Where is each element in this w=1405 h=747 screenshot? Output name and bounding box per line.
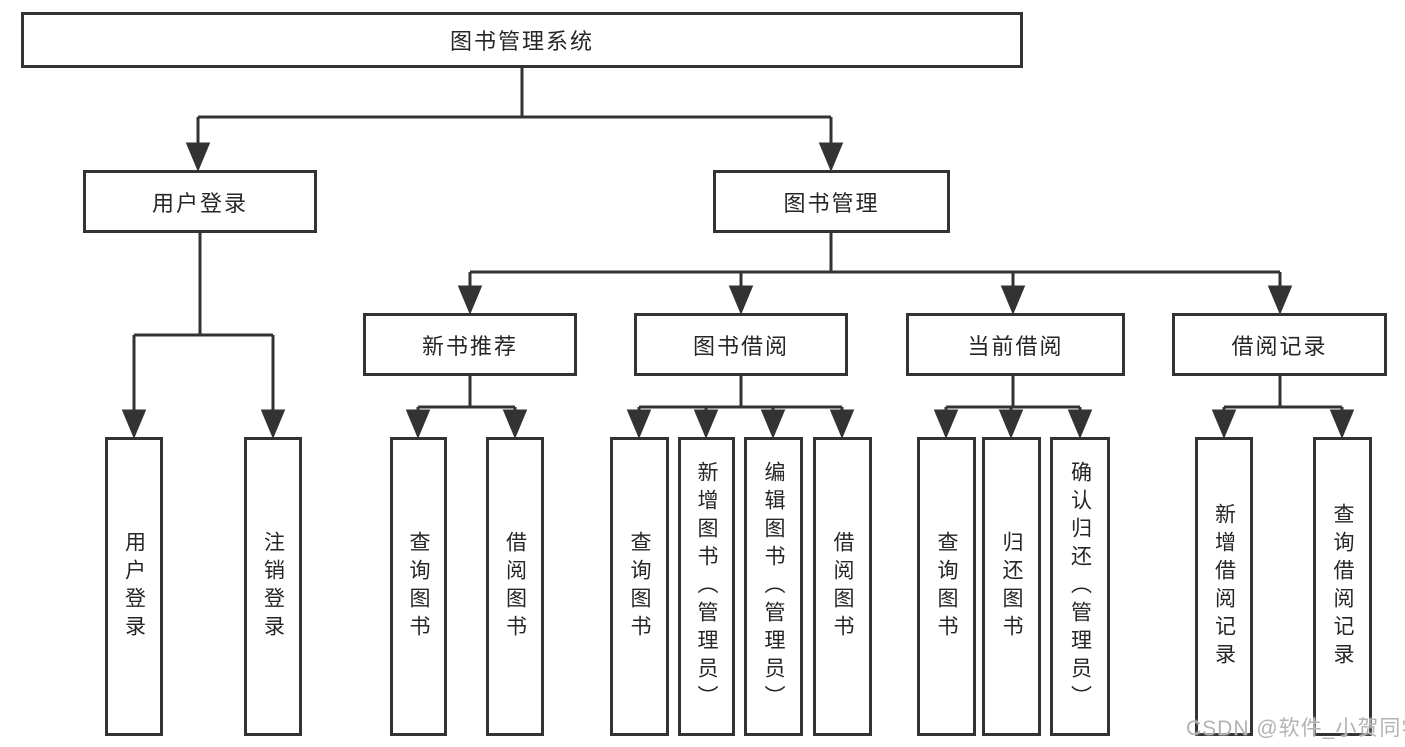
edge-current-borrow-to-leaves (933, 376, 1093, 439)
node-label: 用户登录 (122, 530, 146, 643)
node-label: 借阅记录 (1231, 333, 1328, 359)
node-label: 用户登录 (151, 190, 248, 216)
node-label: 借阅图书 (503, 530, 527, 643)
edge-borrow-record-to-leaves (1211, 376, 1355, 439)
node-label: 查询图书 (628, 530, 651, 643)
edge-new-book-to-leaves (405, 376, 528, 439)
leaf-query-books-current: 查询图书 (917, 437, 976, 736)
node-borrowing-records: 借阅记录 (1172, 313, 1387, 376)
node-label: 编辑图书（管理员） (762, 460, 785, 713)
node-current-borrowing: 当前借阅 (906, 313, 1125, 376)
leaf-query-books-new: 查询图书 (390, 437, 447, 736)
leaf-add-borrow-record: 新增借阅记录 (1195, 437, 1253, 736)
leaf-borrow-books-new: 借阅图书 (486, 437, 544, 736)
node-book-borrowing: 图书借阅 (634, 313, 848, 376)
edge-book-management-to-modules (457, 233, 1293, 315)
csdn-watermark: CSDN @软件_小贺同学 (1186, 717, 1405, 740)
node-label: 新增借阅记录 (1212, 502, 1236, 671)
leaf-edit-book-admin: 编辑图书（管理员） (744, 437, 803, 736)
edge-user-login-to-leaves (121, 233, 286, 439)
node-label: 归还图书 (1000, 530, 1023, 643)
leaf-add-book-admin: 新增图书（管理员） (678, 437, 735, 736)
node-new-book-recommendation: 新书推荐 (363, 313, 577, 376)
node-label: 图书借阅 (692, 333, 789, 359)
leaf-borrow-books: 借阅图书 (813, 437, 872, 736)
node-label: 注销登录 (261, 530, 285, 643)
node-user-login: 用户登录 (83, 170, 317, 233)
node-label: 查询图书 (935, 530, 958, 643)
leaf-confirm-return-admin: 确认归还（管理员） (1050, 437, 1110, 736)
edge-book-borrow-to-leaves (626, 376, 855, 439)
leaf-return-books: 归还图书 (982, 437, 1041, 736)
node-label: 借阅图书 (831, 530, 854, 643)
node-label: 新增图书（管理员） (695, 460, 718, 713)
node-label: 图书管理 (783, 190, 880, 216)
node-library-management-system: 图书管理系统 (21, 12, 1023, 68)
node-label: 图书管理系统 (449, 29, 594, 54)
leaf-query-borrow-record: 查询借阅记录 (1313, 437, 1372, 736)
node-book-management: 图书管理 (713, 170, 950, 233)
node-label: 当前借阅 (967, 333, 1064, 359)
leaf-query-books-borrow: 查询图书 (610, 437, 669, 736)
node-label: 确认归还（管理员） (1068, 460, 1092, 713)
leaf-user-login: 用户登录 (105, 437, 163, 736)
node-label: 查询图书 (407, 530, 430, 643)
node-label: 查询借阅记录 (1331, 502, 1354, 671)
edge-root-to-branches (185, 68, 844, 172)
leaf-logout: 注销登录 (244, 437, 302, 736)
node-label: 新书推荐 (421, 333, 518, 359)
